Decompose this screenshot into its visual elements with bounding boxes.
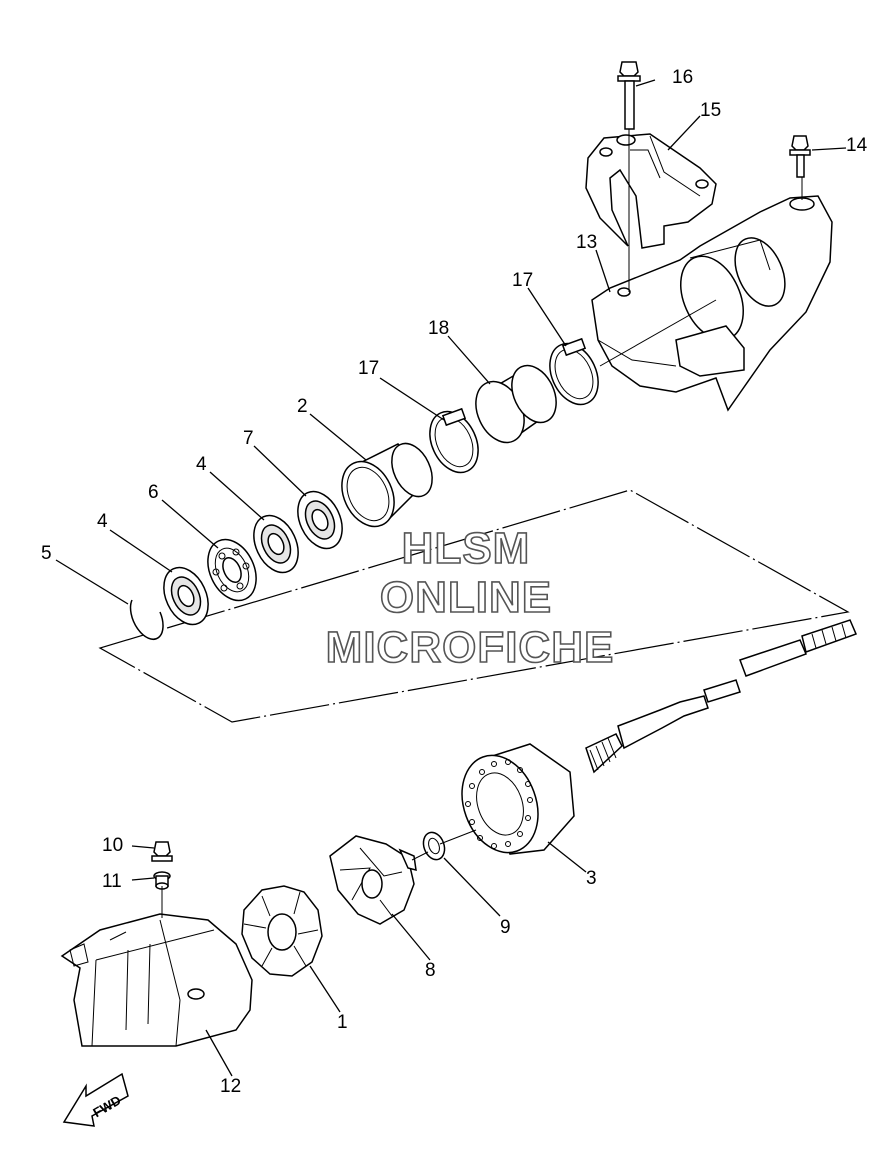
callout-16: 16 (672, 67, 693, 88)
callout-5: 5 (41, 543, 52, 564)
part-4-bearing-lower (163, 566, 209, 626)
part-9-washer (422, 831, 446, 861)
callout-17-lower: 17 (358, 358, 379, 379)
callout-3: 3 (586, 868, 597, 889)
callout-4-lower: 4 (97, 511, 108, 532)
callout-15: 15 (700, 100, 721, 121)
callout-8: 8 (425, 960, 436, 981)
callout-10: 10 (102, 835, 123, 856)
part-3-impeller-housing (461, 743, 575, 855)
callout-9: 9 (500, 917, 511, 938)
impeller-shaft (585, 619, 858, 774)
watermark-line-1: HLSM (402, 524, 531, 573)
part-16-bolt (617, 61, 641, 130)
callout-4-upper: 4 (196, 454, 207, 475)
callout-7: 7 (243, 428, 254, 449)
leader-lines (55, 79, 847, 1077)
part-15-clamp-cap (585, 133, 717, 249)
callout-11: 11 (102, 871, 122, 892)
part-12-cover (60, 913, 253, 1047)
part-13-pump-housing (591, 195, 833, 412)
part-8-impeller (329, 835, 417, 925)
callout-12: 12 (220, 1076, 241, 1097)
part-10-bolt (151, 841, 173, 862)
part-17-hose-clamp-lower (429, 407, 479, 474)
part-6-roller-bearing (207, 538, 257, 602)
part-4-bearing-upper (253, 514, 299, 574)
part-17-hose-clamp-upper (549, 337, 599, 406)
part-14-bolt (789, 135, 811, 178)
assembly-boundary (98, 489, 850, 723)
watermark-line-3: MICROFICHE (326, 623, 615, 672)
callout-6: 6 (148, 482, 159, 503)
part-1-damper (241, 885, 323, 977)
part-18-sleeve (475, 364, 557, 444)
fwd-arrow-icon (62, 1072, 129, 1127)
callout-1: 1 (337, 1012, 348, 1033)
part-5-circlip (129, 599, 164, 640)
watermark-line-2: ONLINE (380, 573, 552, 622)
part-7-bearing (297, 490, 343, 550)
callout-17-upper: 17 (512, 270, 533, 291)
part-2-duct (341, 442, 433, 528)
callout-13: 13 (576, 232, 597, 253)
callout-18: 18 (428, 318, 449, 339)
callout-14: 14 (846, 135, 868, 156)
callout-2: 2 (297, 396, 308, 417)
